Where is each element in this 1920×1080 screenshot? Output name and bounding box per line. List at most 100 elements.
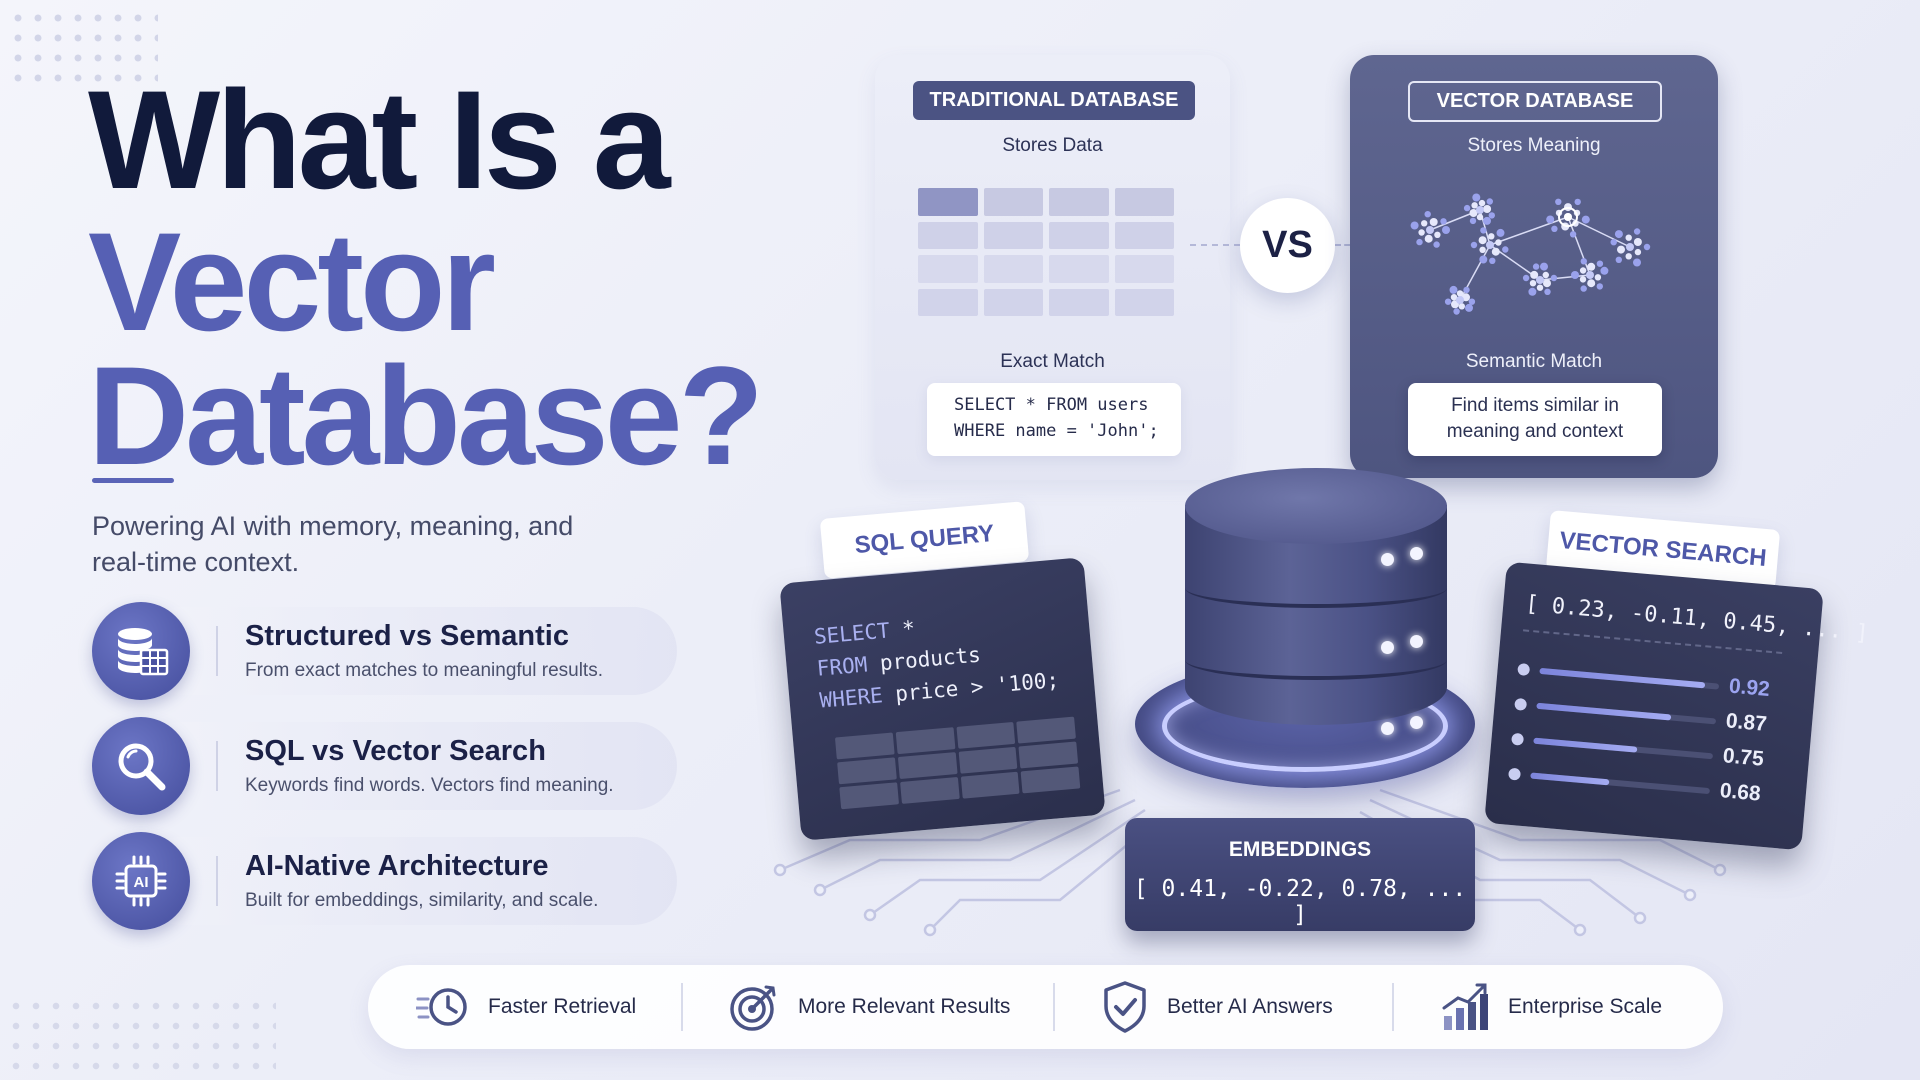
ai-chip-icon: AI [92, 832, 190, 930]
benefit-enterprise-scale: Enterprise Scale [1440, 965, 1662, 1049]
semantic-match-label: Semantic Match [1465, 351, 1603, 372]
vs-badge: VS [1240, 198, 1335, 293]
status-light [1381, 722, 1394, 735]
sql-example-line-1: SELECT * FROM users [954, 395, 1149, 415]
benefit-more-relevant-results: More Relevant Results [728, 965, 1010, 1049]
sql-keyword: FROM [815, 652, 869, 681]
sql-example-line-2: WHERE name = 'John'; [954, 421, 1159, 441]
database-table-icon [92, 602, 190, 700]
embeddings-card: EMBEDDINGS [ 0.41, -0.22, 0.78, ... ] [1125, 818, 1475, 931]
sql-query-code: SELECT * FROM products WHERE price > '10… [813, 600, 1061, 717]
traditional-database-panel: TRADITIONAL DATABASE Stores Data Exact M… [875, 55, 1230, 480]
shield-check-icon [1104, 981, 1146, 1033]
title-line-1: What Is a [88, 61, 671, 218]
sql-query-card: SELECT * FROM products WHERE price > '10… [779, 557, 1106, 841]
benefit-label: Better AI Answers [1167, 995, 1333, 1018]
similarity-score: 0.87 [1724, 709, 1768, 736]
benefit-separator [681, 983, 683, 1031]
status-light [1381, 553, 1394, 566]
title-line-3: Database? [88, 337, 764, 494]
similarity-score: 0.68 [1718, 779, 1762, 806]
vector-cluster-icon [1410, 193, 1651, 315]
vector-database-panel: VECTOR DATABASE Stores Meaning Semantic … [1350, 55, 1718, 478]
target-icon [730, 985, 776, 1031]
feature-separator [216, 856, 218, 906]
semantic-description-box: Find items similar in meaning and context [1408, 383, 1662, 456]
result-dot [1508, 767, 1522, 781]
traditional-database-tag: TRADITIONAL DATABASE [913, 81, 1195, 120]
status-light [1410, 635, 1423, 648]
similarity-fill [1539, 667, 1705, 689]
benefit-label: More Relevant Results [798, 995, 1011, 1018]
similarity-bar [1533, 737, 1714, 760]
status-light [1410, 716, 1423, 729]
sql-keyword: SELECT [813, 618, 891, 649]
feature-card-bg [137, 607, 677, 695]
cylinder-divider [1185, 640, 1447, 680]
title-line-2: Vector [88, 203, 496, 360]
subtitle: Powering AI with memory, meaning, and re… [92, 511, 574, 577]
exact-match-label: Exact Match [1000, 351, 1105, 372]
feature-separator [216, 741, 218, 791]
svg-text:AI: AI [134, 874, 149, 891]
vector-database-tag: VECTOR DATABASE [1408, 81, 1662, 122]
feature-structured-vs-semantic: Structured vs Semantic From exact matche… [92, 602, 677, 700]
benefit-faster-retrieval: Faster Retrieval [416, 965, 636, 1049]
similarity-fill [1530, 772, 1610, 786]
benefit-separator [1392, 983, 1394, 1031]
page-title: What Is a Vector Database? [88, 61, 764, 494]
similarity-score: 0.92 [1728, 674, 1771, 701]
result-dot [1511, 732, 1525, 746]
feature-description: From exact matches to meaningful results… [245, 660, 603, 681]
sql-text: * [888, 616, 916, 643]
search-icon [92, 717, 190, 815]
growth-chart-icon [1442, 983, 1488, 1030]
table-grid-icon [918, 188, 1174, 316]
feature-separator [216, 626, 218, 676]
cylinder-top [1185, 468, 1447, 544]
semantic-desc-line-1: Find items similar in [1451, 395, 1619, 416]
traditional-subtitle: Stores Data [1002, 135, 1103, 156]
benefit-label: Enterprise Scale [1508, 995, 1663, 1018]
benefit-better-ai-answers: Better AI Answers [1101, 965, 1333, 1049]
feature-card-bg [137, 837, 677, 925]
clock-speed-icon [416, 988, 467, 1026]
sql-result-table-icon [834, 716, 1081, 810]
feature-title: AI-Native Architecture [245, 850, 549, 882]
feature-description: Built for embeddings, similarity, and sc… [245, 890, 599, 911]
title-underline [92, 478, 174, 483]
status-light [1381, 641, 1394, 654]
similarity-bar [1539, 667, 1720, 690]
embeddings-title: EMBEDDINGS [1228, 838, 1372, 861]
result-dot [1517, 663, 1531, 677]
similarity-fill [1536, 702, 1672, 721]
vector-subtitle: Stores Meaning [1467, 135, 1601, 156]
benefits-bar: Faster Retrieval More Relevant Results B… [368, 965, 1723, 1049]
vs-connector-left [1190, 244, 1240, 246]
similarity-fill [1533, 737, 1638, 753]
similarity-score: 0.75 [1721, 744, 1765, 771]
feature-sql-vs-vector-search: SQL vs Vector Search Keywords find words… [92, 717, 677, 815]
benefit-label: Faster Retrieval [488, 995, 637, 1018]
sql-text: products [866, 642, 982, 677]
semantic-desc-line-2: meaning and context [1446, 421, 1624, 442]
feature-title: SQL vs Vector Search [245, 735, 546, 767]
decorative-dots-top-left [8, 8, 158, 93]
benefit-separator [1053, 983, 1055, 1031]
status-light [1410, 547, 1423, 560]
query-vector: [ 0.23, -0.11, 0.45, ... ] [1524, 591, 1870, 647]
sql-text: price > '100; [881, 667, 1061, 708]
result-dot [1514, 697, 1528, 711]
sql-keyword: WHERE [818, 683, 884, 713]
similarity-bar [1536, 702, 1717, 725]
similarity-bar [1530, 772, 1711, 795]
feature-description: Keywords find words. Vectors find meanin… [245, 775, 614, 796]
feature-title: Structured vs Semantic [245, 620, 569, 652]
feature-ai-native-architecture: AI AI-Native Architecture Built for embe… [92, 832, 677, 930]
embeddings-vector: [ 0.41, -0.22, 0.78, ... ] [1133, 876, 1467, 928]
cylinder-divider [1185, 568, 1447, 608]
vector-search-card: [ 0.23, -0.11, 0.45, ... ] 0.92 0.87 0.75 0… [1484, 561, 1870, 851]
feature-card-bg [137, 722, 677, 810]
decorative-dots-bottom-left [6, 996, 276, 1076]
